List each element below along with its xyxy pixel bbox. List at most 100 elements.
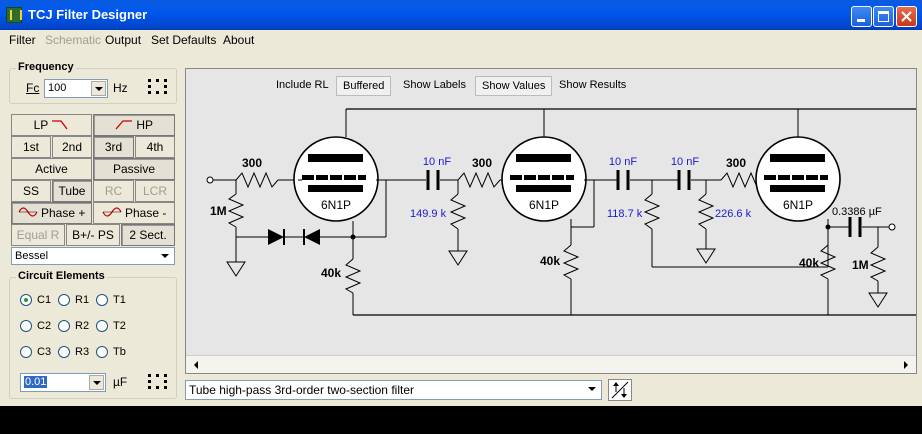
c-10nf-label-3: 10 nF [671,156,699,168]
radio-t1[interactable] [96,294,108,306]
order-4th-button[interactable]: 4th [135,136,175,158]
ss-button[interactable]: SS [11,180,51,202]
swap-arrows-icon [611,381,629,399]
minimize-button[interactable] [851,6,872,27]
radio-r2-label: R2 [75,320,90,332]
schematic-panel: Include RL Buffered Show Labels Show Val… [185,68,917,374]
active-button[interactable]: Active [11,158,92,180]
element-value-combo[interactable]: 0.01 [20,373,106,392]
fc-value: 100 [48,82,67,94]
lowpass-icon [52,120,68,130]
c-10nf-label-2: 10 nF [609,156,637,168]
radio-r3[interactable] [58,346,70,358]
app-icon [6,7,22,23]
radio-r1-label: R1 [75,294,90,306]
phase-minus-label: Phase - [124,206,167,220]
radio-c3[interactable] [20,346,32,358]
radio-t2-label: T2 [113,320,126,332]
resistor-300-1 [235,171,279,189]
filter-description-combo[interactable]: Tube high-pass 3rd-order two-section fil… [185,380,602,400]
passive-button[interactable]: Passive [93,158,175,180]
radio-t1-label: T1 [113,294,126,306]
radio-r3-label: R3 [75,346,90,358]
c-10nf-label-1: 10 nF [423,156,451,168]
chevron-down-icon[interactable] [89,375,104,390]
show-results-toggle[interactable]: Show Results [559,79,627,91]
hp-button[interactable]: HP [93,114,175,136]
chevron-down-icon[interactable] [91,81,106,96]
rc-button[interactable]: RC [93,180,134,202]
maximize-button[interactable] [873,6,894,27]
radio-c3-label: C3 [37,346,52,358]
menu-output[interactable]: Output [105,33,142,47]
radio-c2-label: C2 [37,320,52,332]
show-values-toggle[interactable]: Show Values [475,76,553,96]
alignment-combo[interactable]: Bessel [11,247,175,265]
circuit-elements-group: Circuit Elements C1 R1 T1 C2 R2 T2 C3 R3… [9,270,177,399]
swap-view-button[interactable] [608,379,632,401]
element-value: 0.01 [24,376,48,388]
hz-unit: Hz [113,81,128,95]
fc-combo[interactable]: 100 [44,79,108,98]
maximize-icon [878,11,889,22]
radio-c1[interactable] [20,294,32,306]
r-300-label-2: 300 [472,156,492,170]
menu-filter[interactable]: Filter [9,33,36,47]
r-1m-label-1: 1M [210,204,227,218]
two-sect-button[interactable]: 2 Sect. [121,224,175,246]
tube-button[interactable]: Tube [52,180,92,202]
include-rl-toggle[interactable]: Include RL [276,79,329,91]
alignment-value: Bessel [15,250,49,262]
r-300-label-1: 300 [242,156,262,170]
circuit-elements-legend: Circuit Elements [16,270,107,282]
frequency-spinner-icon[interactable] [146,78,170,96]
tube-1-label: 6N1P [321,198,351,212]
close-icon [897,7,916,26]
close-button[interactable] [896,6,917,27]
lcr-button[interactable]: LCR [135,180,175,202]
phase-plus-button[interactable]: Phase + [11,202,92,224]
element-spinner-icon[interactable] [146,373,170,391]
order-3rd-button[interactable]: 3rd [93,136,134,158]
filter-description: Tube high-pass 3rd-order two-section fil… [189,383,414,397]
menu-set-defaults[interactable]: Set Defaults [151,33,217,47]
show-labels-toggle[interactable]: Show Labels [403,79,466,91]
lp-button[interactable]: LP [11,114,92,136]
scroll-right-icon[interactable] [898,358,913,372]
r-1m-label-2: 1M [852,258,869,272]
r-300-label-3: 300 [726,156,746,170]
equal-r-button[interactable]: Equal R [11,224,65,246]
chevron-down-icon[interactable] [158,249,173,264]
menu-schematic[interactable]: Schematic [45,33,102,47]
chevron-down-icon[interactable] [585,382,600,397]
radio-t2[interactable] [96,320,108,332]
sine-wave-icon [18,207,38,217]
phase-plus-label: Phase + [40,206,86,220]
lp-label: LP [33,118,49,132]
scroll-left-icon[interactable] [189,358,204,372]
tube-2-label: 6N1P [529,198,559,212]
phase-minus-button[interactable]: Phase - [93,202,175,224]
frequency-group: Frequency Fc 100 Hz [9,61,177,104]
radio-tb[interactable] [96,346,108,358]
r-40k-label-3: 40k [799,256,819,270]
order-1st-button[interactable]: 1st [11,136,51,158]
r-40k-label-1: 40k [321,266,341,280]
radio-r2[interactable] [58,320,70,332]
horizontal-scrollbar[interactable] [186,355,916,373]
zener-diode-pair [268,229,353,245]
menu-about[interactable]: About [223,33,255,47]
highpass-icon [115,120,132,130]
r-118-label: 118.7 k [607,208,643,220]
tube-3: 6N1P [755,136,841,222]
bps-button[interactable]: B+/- PS [66,224,120,246]
r-149-label: 149.9 k [410,208,447,220]
frequency-legend: Frequency [16,61,76,73]
buffered-toggle[interactable]: Buffered [336,76,392,96]
radio-r1[interactable] [58,294,70,306]
menu-bar: Filter Schematic Output Set Defaults Abo… [0,30,922,50]
title-bar: TCJ Filter Designer [0,0,922,30]
fc-label: Fc [26,81,40,95]
radio-c2[interactable] [20,320,32,332]
order-2nd-button[interactable]: 2nd [52,136,92,158]
